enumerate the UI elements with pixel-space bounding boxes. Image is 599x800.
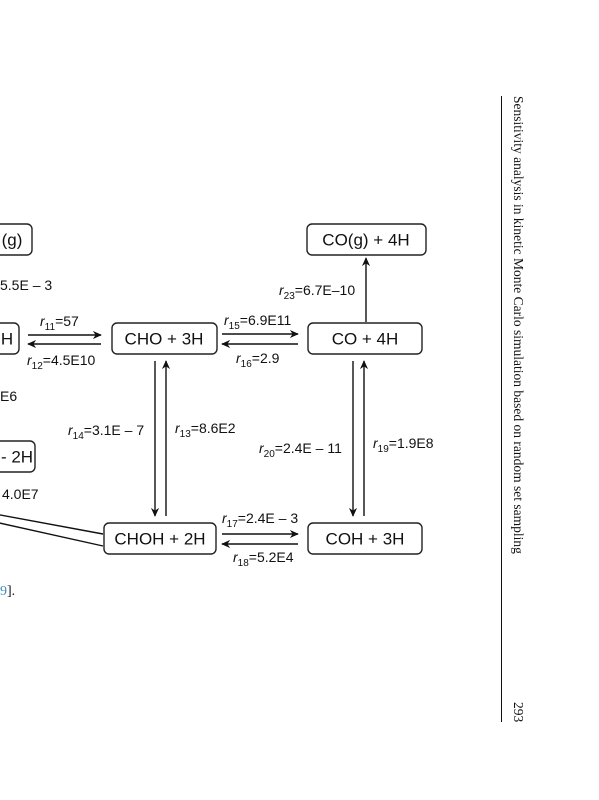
node-co-4h: CO + 4H [307, 322, 423, 355]
rate-label-r13: r13=8.6E2 [175, 420, 236, 440]
svg-text:- 2H: - 2H [1, 448, 33, 467]
rate-label-partial-mid: E6 [0, 388, 17, 404]
rate-label-r17: r17=2.4E – 3 [222, 510, 298, 530]
rate-label-r11: r11=57 [40, 313, 79, 333]
rate-label-r12: r12=4.5E10 [27, 352, 96, 372]
node-cog-partial: (g) [0, 223, 33, 256]
page-number: 293 [511, 702, 526, 723]
rate-label-r15: r15=6.9E11 [224, 312, 292, 332]
line-partial-upper [0, 514, 104, 535]
svg-text:CO(g) + 4H: CO(g) + 4H [322, 231, 409, 250]
svg-text:CHOH + 2H: CHOH + 2H [114, 530, 205, 549]
rate-label-r16: r16=2.9 [236, 350, 280, 370]
node-2h-partial: - 2H [0, 440, 36, 473]
rate-label-r14: r14=3.1E – 7 [68, 422, 144, 442]
node-cho-3h: CHO + 3H [111, 322, 218, 355]
node-h-partial: H [0, 322, 20, 355]
rate-label-r20: r20=2.4E – 11 [259, 440, 342, 460]
line-partial-lower [0, 522, 104, 547]
citation-link[interactable]: 9 [0, 584, 7, 599]
rate-label-partial-top: 5.5E – 3 [0, 277, 52, 293]
node-choh-2h: CHOH + 2H [103, 522, 217, 555]
margin-rule [501, 96, 502, 722]
caption-suffix: ]. [7, 584, 16, 599]
rate-label-r23: r23=6.7E–10 [279, 282, 355, 302]
svg-text:(g): (g) [2, 231, 23, 250]
figure-caption-fragment: 9]. [0, 584, 15, 600]
svg-text:COH + 3H: COH + 3H [326, 530, 405, 549]
rate-label-r18: r18=5.2E4 [233, 549, 294, 569]
svg-text:CHO + 3H: CHO + 3H [125, 330, 204, 349]
reaction-network-diagram: (g) H - 2H CHO + 3H CHOH + 2H CO + 4H CO… [0, 223, 434, 569]
rate-label-r19: r19=1.9E8 [373, 435, 434, 455]
node-cog-4h: CO(g) + 4H [306, 223, 427, 256]
rate-label-partial-low: 4.0E7 [2, 486, 39, 502]
node-coh-3h: COH + 3H [307, 522, 423, 555]
svg-text:H: H [1, 330, 13, 349]
svg-text:CO + 4H: CO + 4H [332, 330, 399, 349]
running-head: Sensitivity analysis in kinetic Monte Ca… [511, 96, 526, 554]
